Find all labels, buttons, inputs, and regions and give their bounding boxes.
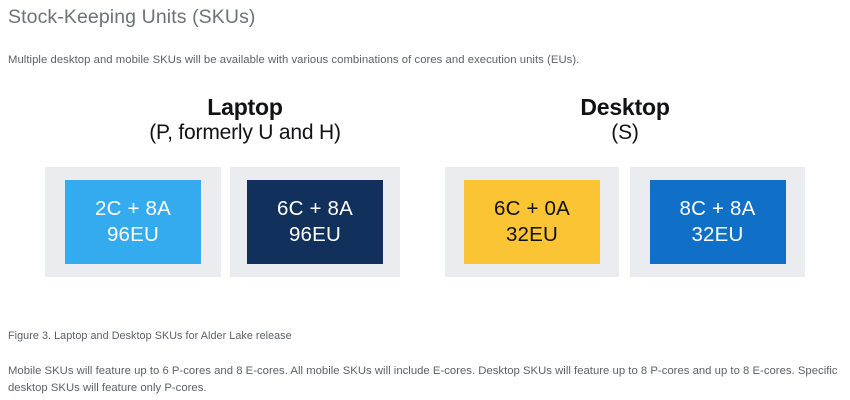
figure-caption: Figure 3. Laptop and Desktop SKUs for Al… [8,330,292,342]
sku-chip: 6C + 8A 96EU [247,180,383,264]
group-heading-desktop-main: Desktop [580,94,670,120]
sku-cores-label: 8C + 8A [679,197,756,220]
group-heading-desktop: Desktop (S) [445,94,805,145]
sku-panel: 6C + 0A 32EU [445,167,619,277]
sku-card-row: 2C + 8A 96EU 6C + 8A 96EU 6C + 0A 32EU 8… [0,167,850,279]
group-headings: Laptop (P, formerly U and H) Desktop (S) [0,94,850,150]
group-heading-laptop-main: Laptop [207,94,283,120]
sku-chip: 8C + 8A 32EU [649,180,786,264]
sku-eu-label: 96EU [288,223,342,246]
sku-cores-label: 2C + 8A [94,197,172,220]
sku-eu-label: 96EU [106,223,160,246]
group-heading-desktop-sub: (S) [611,121,639,144]
group-heading-laptop-sub: (P, formerly U and H) [149,121,341,144]
sku-chip: 6C + 0A 32EU [464,180,600,264]
page-title: Stock-Keeping Units (SKUs) [8,6,256,28]
sku-chip: 2C + 8A 96EU [65,180,201,264]
footer-paragraph: Mobile SKUs will feature up to 6 P-cores… [8,365,838,394]
sku-panel: 6C + 8A 96EU [230,167,400,277]
intro-paragraph: Multiple desktop and mobile SKUs will be… [8,54,580,66]
sku-panel: 8C + 8A 32EU [630,167,805,277]
sku-panel: 2C + 8A 96EU [45,167,221,277]
sku-eu-label: 32EU [505,223,559,246]
sku-cores-label: 6C + 8A [276,197,354,220]
sku-cores-label: 6C + 0A [493,197,571,220]
sku-eu-label: 32EU [691,223,744,246]
group-heading-laptop: Laptop (P, formerly U and H) [45,94,445,145]
